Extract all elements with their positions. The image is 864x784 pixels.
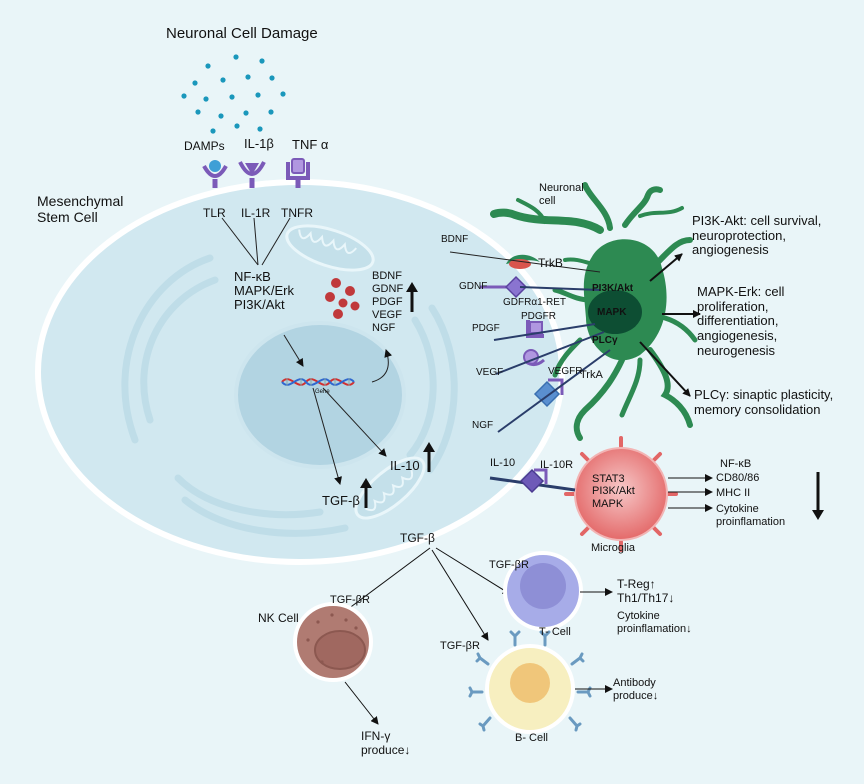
tlr-label: TLR <box>203 206 226 220</box>
up-arrow-growth-factors <box>406 282 418 312</box>
endoplasmic-reticulum <box>121 254 458 537</box>
msc-pathways: NF-κB MAPK/Erk PI3K/Akt <box>234 269 294 313</box>
microglia-marker: NF-κB <box>720 458 752 470</box>
antibody-text: Antibody produce↓ <box>613 677 659 702</box>
gdnf-receptor-label: GDFRα1-RET <box>503 297 567 308</box>
neuron-label: Neuronal cell <box>539 182 584 207</box>
pdgf-label: PDGF <box>472 323 500 334</box>
gdnf-label: GDNF <box>459 281 488 292</box>
tcell-label: T- Cell <box>539 626 571 638</box>
trkb-label: TrkB <box>538 256 563 270</box>
gene-label: Gene <box>315 389 330 395</box>
tnfr-receptor <box>286 158 310 188</box>
il1r-label: IL-1R <box>241 206 271 220</box>
msc-label: Mesenchymal Stem Cell <box>37 193 124 225</box>
up-arrow-il10 <box>423 442 435 472</box>
pdgfr-label: PDGFR <box>521 311 556 322</box>
bdnf-label: BDNF <box>441 234 469 245</box>
microglia-marker: CD80/86 <box>716 472 760 484</box>
mesenchymal-stem-cell <box>35 179 565 565</box>
neuron-plcg-label: PLCγ <box>592 335 618 346</box>
il1r-receptor <box>238 161 266 188</box>
il10r-receptor <box>519 468 548 494</box>
neuron-outcome-arrows <box>639 253 701 397</box>
th-text: Th1/Th17↓ <box>617 591 675 605</box>
tcell-receptor-label: TGF-βR <box>489 559 529 571</box>
microglia-pathways: STAT3 PI3K/Akt MAPK <box>592 473 635 510</box>
neuron-mapk-label: MAPK <box>597 307 627 318</box>
vegfr-receptor <box>523 349 545 367</box>
plcg-outcome-text: PLCγ: sinaptic plasticity, memory consol… <box>694 387 834 417</box>
down-arrow-microglia <box>812 472 824 520</box>
mapk-outcome-text: MAPK-Erk: cell proliferation, differenti… <box>697 284 785 358</box>
tnfa-label: TNF α <box>292 137 329 152</box>
treg-text: T-Reg↑ <box>617 577 656 591</box>
microglia-marker: MHC II <box>716 487 751 499</box>
nkcell-outcome-arrow <box>344 681 379 725</box>
mitochondrion-top <box>285 224 375 272</box>
diagram-title: Neuronal Cell Damage <box>166 25 318 42</box>
growth-factor-list: BDNF GDNF PDGF VEGF NGF <box>372 270 404 334</box>
tlr-receptor <box>202 160 228 188</box>
neurotrophin-bonds <box>493 286 611 433</box>
il10-microglia-label: IL-10 <box>490 457 516 469</box>
vegf-label: VEGF <box>476 367 504 378</box>
tcell-cytokine-text: Cytokine proinflamation↓ <box>617 610 692 635</box>
b-cell <box>468 630 592 734</box>
t-cell <box>503 551 583 631</box>
microglia-outcome-arrows <box>668 474 713 512</box>
microglia-cell <box>564 436 678 552</box>
pi3k-outcome-text: PI3K-Akt: cell survival, neuroprotection… <box>692 213 822 258</box>
bcell-label: B- Cell <box>515 732 549 744</box>
neuron-pi3k-label: PI3K/Akt <box>592 283 634 294</box>
il10-msc-label: IL-10 <box>390 458 420 473</box>
tgfb-bottom-label: TGF-β <box>400 531 435 545</box>
gene-to-tgfb-arrow <box>312 387 342 485</box>
receptor-signal-lines <box>221 217 291 266</box>
nkcell-receptor-label: TGF-βR <box>330 594 370 606</box>
damps-label: DAMPs <box>184 139 225 153</box>
nucleus <box>234 321 406 469</box>
growth-factor-vesicles <box>325 278 360 319</box>
tgfb-msc-label: TGF-β <box>322 493 360 508</box>
nkcell-label: NK Cell <box>258 611 299 625</box>
ngf-label: NGF <box>472 420 494 431</box>
tgfb-branch-arrows <box>343 547 511 641</box>
tnfr-label: TNFR <box>281 206 313 220</box>
gene-to-il10-arrow <box>322 387 387 457</box>
il10r-label: IL-10R <box>540 459 574 471</box>
up-arrow-tgfb <box>360 478 372 508</box>
mitochondrion-bottom <box>354 456 426 520</box>
il1b-label: IL-1β <box>244 136 274 151</box>
ifn-text: IFN-γ produce↓ <box>361 729 411 757</box>
microglia-label: Microglia <box>591 542 636 554</box>
neurotrophin-lines <box>449 251 601 273</box>
bcell-receptor-label: TGF-βR <box>440 640 480 652</box>
nk-cell <box>293 602 373 682</box>
damage-particles <box>181 54 286 134</box>
gene-to-gf-arrow <box>371 349 393 383</box>
trkb-receptor <box>506 254 540 269</box>
microglia-marker: Cytokine proinflamation <box>716 503 786 528</box>
dna-helix <box>281 378 355 386</box>
pathway-to-gene-arrow <box>283 334 304 367</box>
trka-label: TrkA <box>580 369 603 381</box>
gdnf-receptor <box>480 275 528 299</box>
vegfr-label: VEGFR <box>548 366 583 377</box>
